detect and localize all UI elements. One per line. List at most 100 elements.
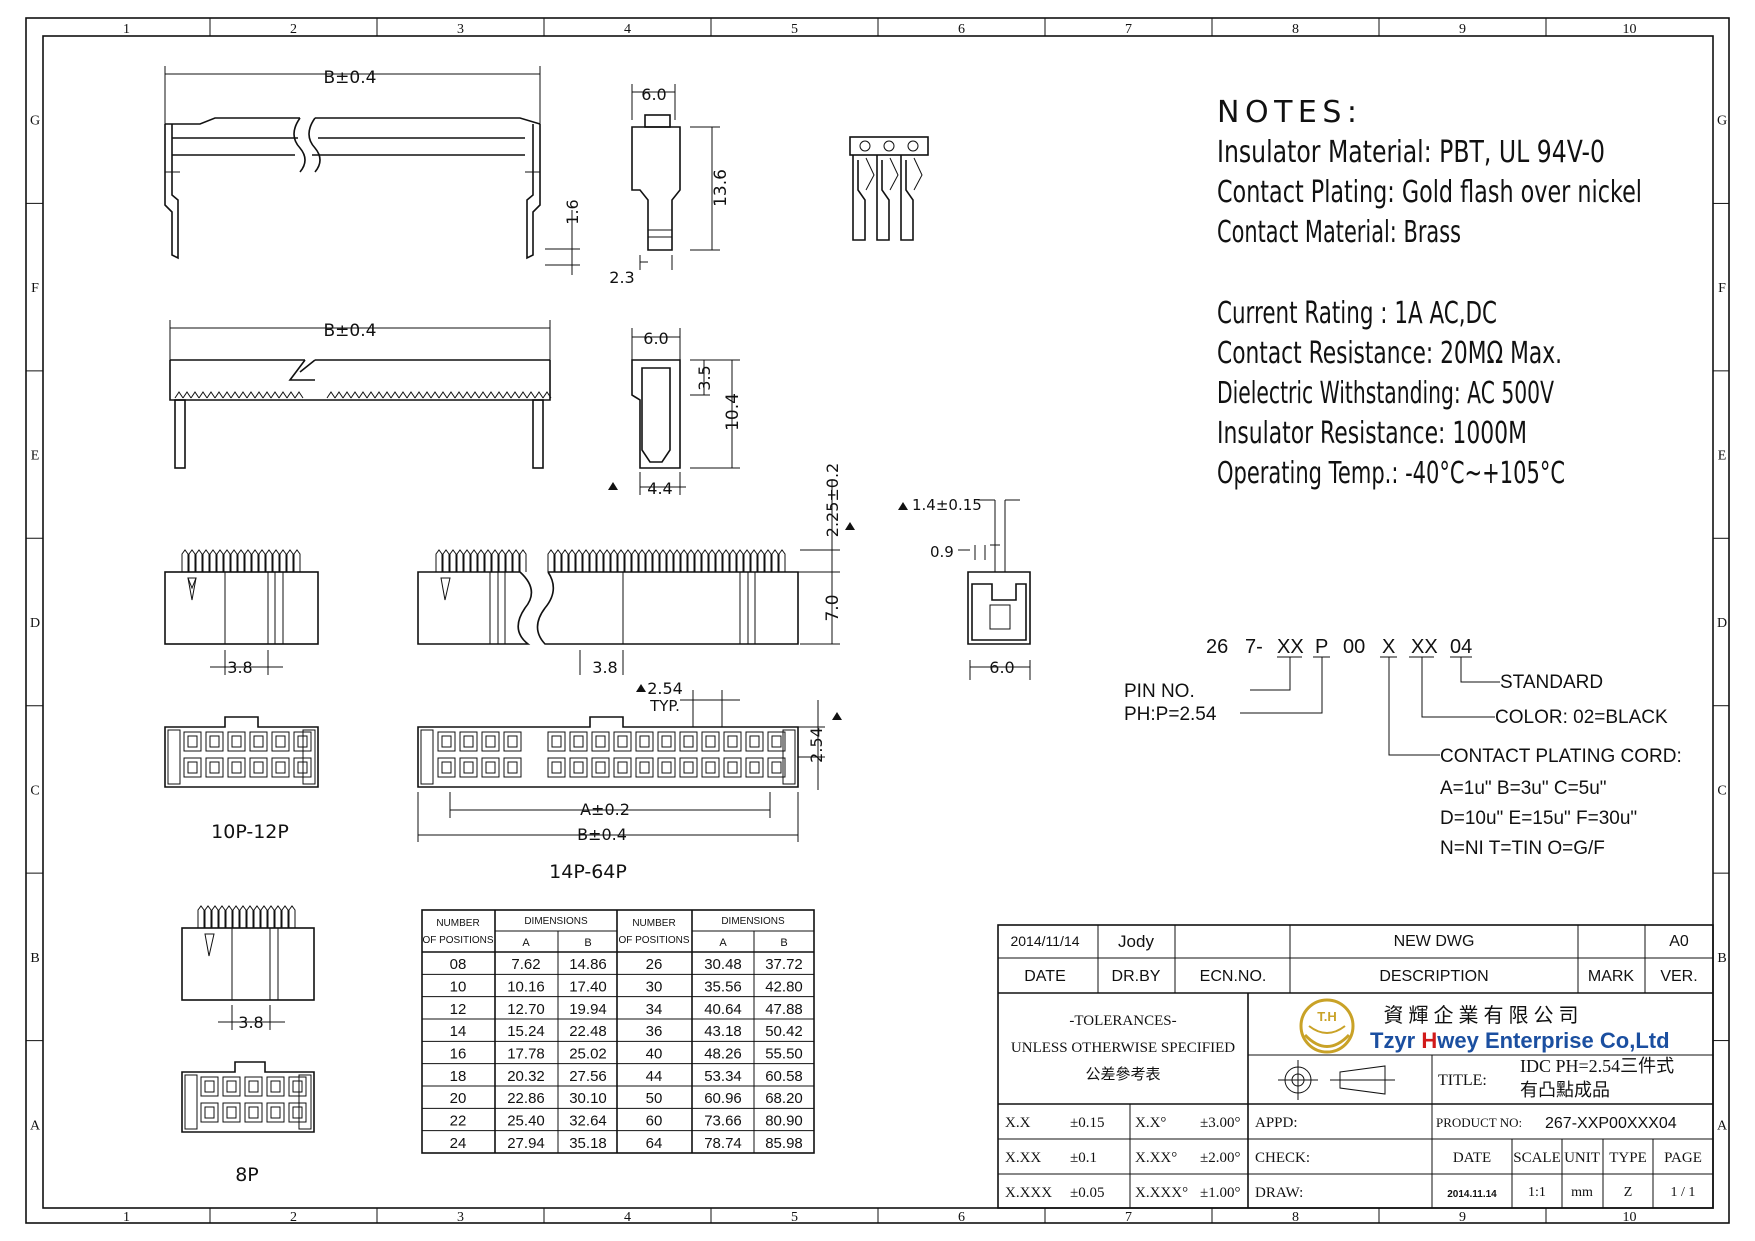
- header-version: VER.: [1660, 968, 1697, 985]
- tolerance-cell: ±0.15: [1070, 1115, 1104, 1131]
- table-cell-r: 34: [646, 1001, 663, 1018]
- table-cell-r: 36: [646, 1023, 663, 1040]
- grid-row-l-F: F: [31, 281, 39, 296]
- tolerance-cell: X.XXX°: [1135, 1185, 1188, 1201]
- value-type: Z: [1624, 1185, 1633, 1200]
- product-no: 267-XXP00XXX04: [1545, 1115, 1677, 1132]
- grid-col-bot-9: 9: [1459, 1210, 1466, 1225]
- code-part-5: 00: [1343, 636, 1365, 658]
- grid-col-top-1: 1: [123, 22, 130, 37]
- header-drawn-by: DR.BY: [1112, 968, 1161, 985]
- header-scale: SCALE: [1513, 1150, 1561, 1166]
- end-view-top-drawing: [631, 84, 720, 270]
- table-header-positions-r: OF POSITIONS: [618, 935, 689, 946]
- header-unit: UNIT: [1564, 1150, 1600, 1166]
- company-name-en: Tzyr Hwey Enterprise Co,Ltd: [1370, 1028, 1670, 1053]
- dim-b04-top: B±0.4: [324, 68, 377, 88]
- draw-label: DRAW:: [1255, 1185, 1303, 1201]
- table-cell-l: 22.86: [507, 1090, 545, 1107]
- tolerance-cell: X.XXX: [1005, 1185, 1052, 1201]
- note-line-2: Contact Plating: Gold flash over nickel: [1217, 175, 1642, 210]
- table-cell-r: 55.50: [765, 1046, 803, 1063]
- header-date: DATE: [1024, 968, 1065, 985]
- dim-13-6: 13.6: [711, 169, 731, 207]
- note-line-5: Contact Resistance: 20MΩ Max.: [1217, 336, 1562, 371]
- code-part-1: 26: [1206, 636, 1228, 658]
- header-date-2: DATE: [1453, 1150, 1491, 1166]
- grid-col-top-4: 4: [624, 22, 631, 37]
- note-line-8: Operating Temp.: -40°C~+105°C: [1217, 456, 1565, 491]
- caption-8p: 8P: [235, 1164, 259, 1186]
- code-part-2: 7-: [1245, 636, 1263, 658]
- grid-row-r-D: D: [1717, 616, 1727, 631]
- check-label: CHECK:: [1255, 1150, 1310, 1166]
- header-description: DESCRIPTION: [1379, 968, 1488, 985]
- table-cell-r: 40: [646, 1046, 663, 1063]
- table-cell-r: 85.98: [765, 1135, 803, 1152]
- company-logo: T.H: [1299, 998, 1355, 1054]
- dim-b04-bot: B±0.4: [577, 825, 627, 844]
- grid-row-l-C: C: [30, 783, 39, 798]
- rev-version: A0: [1669, 933, 1689, 950]
- table-header-number-l: NUMBER: [436, 918, 479, 929]
- end-view-mid-drawing: [608, 328, 740, 495]
- table-cell-r: 60: [646, 1113, 663, 1130]
- front-view-10p-12p: [164, 549, 319, 675]
- value-date: 2014.11.14: [1447, 1189, 1497, 1200]
- table-header-dimensions-l: DIMENSIONS: [524, 916, 588, 927]
- tolerances-heading: -TOLERANCES-: [1069, 1013, 1176, 1029]
- dim-2-54-v: 2.54: [807, 727, 826, 763]
- grid-row-l-D: D: [30, 616, 40, 631]
- grid-col-top-9: 9: [1459, 22, 1466, 37]
- table-cell-r: 60.58: [765, 1068, 803, 1085]
- dim-6-0-top: 6.0: [641, 85, 666, 104]
- table-cell-r: 43.18: [704, 1023, 742, 1040]
- code-part-3: XX: [1277, 636, 1304, 658]
- header-ecn: ECN.NO.: [1200, 968, 1267, 985]
- grid-row-r-G: G: [1717, 114, 1727, 129]
- grid-col-top-8: 8: [1292, 22, 1299, 37]
- grid-col-bot-6: 6: [958, 1210, 965, 1225]
- bottom-view-14p-64p: [417, 684, 842, 842]
- table-cell-l: 20.32: [507, 1068, 545, 1085]
- grid-col-bot-2: 2: [290, 1210, 297, 1225]
- note-line-6: Dielectric Withstanding: AC 500V: [1217, 376, 1554, 411]
- dim-2-54-typ: 2.54: [647, 679, 683, 698]
- value-unit: mm: [1571, 1185, 1593, 1200]
- tolerances-note: UNLESS OTHERWISE SPECIFIED: [1011, 1040, 1235, 1056]
- code-part-8: 04: [1450, 636, 1472, 658]
- bottom-view-10p-12p: [164, 716, 319, 788]
- table-cell-l: 22: [450, 1113, 467, 1130]
- table-cell-r: 35.56: [704, 979, 742, 996]
- table-cell-l: 10.16: [507, 979, 545, 996]
- code-part-6: X: [1382, 636, 1395, 658]
- end-view-right-drawing: [898, 499, 1031, 680]
- header-type: TYPE: [1609, 1150, 1647, 1166]
- grid-col-top-5: 5: [791, 22, 798, 37]
- table-cell-r: 42.80: [765, 979, 803, 996]
- code-color: COLOR: 02=BLACK: [1495, 707, 1668, 728]
- table-cell-r: 68.20: [765, 1090, 803, 1107]
- tolerance-cell: ±0.05: [1070, 1185, 1104, 1201]
- grid-row-l-B: B: [30, 951, 39, 966]
- dim-1-4: 1.4±0.15: [912, 496, 982, 514]
- dim-3-5: 3.5: [695, 365, 714, 390]
- code-part-7: XX: [1411, 636, 1438, 658]
- table-cell-r: 37.72: [765, 956, 803, 973]
- dim-b04-side: B±0.4: [324, 321, 377, 341]
- table-cell-l: 16: [450, 1046, 467, 1063]
- table-cell-l: 20: [450, 1090, 467, 1107]
- grid-col-top-2: 2: [290, 22, 297, 37]
- table-cell-l: 14: [450, 1023, 467, 1040]
- grid-col-bot-1: 1: [123, 1210, 130, 1225]
- table-cell-l: 17.78: [507, 1046, 545, 1063]
- logo-letters: T.H: [1317, 1009, 1337, 1024]
- grid-col-top-10: 10: [1623, 22, 1637, 37]
- table-cell-l: 35.18: [569, 1135, 607, 1152]
- code-option-3: N=NI T=TIN O=G/F: [1440, 838, 1605, 859]
- contact-detail-drawing: [849, 136, 929, 241]
- code-pin-no: PIN NO.: [1124, 681, 1195, 702]
